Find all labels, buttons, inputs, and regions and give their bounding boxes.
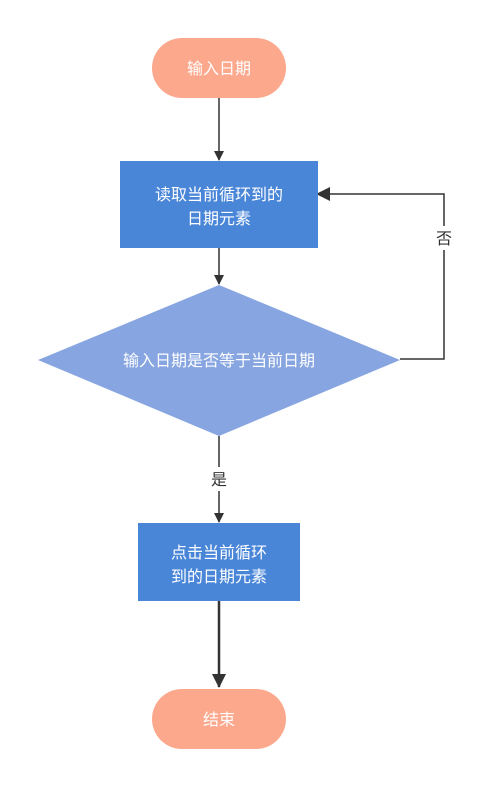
start-node [152,38,286,98]
read-element-label-line1: 读取当前循环到的 [155,185,283,204]
end-node [152,689,286,749]
edge-label-yes: 是 [211,470,227,489]
end-node-label: 结束 [203,710,235,729]
read-element-label-line2: 日期元素 [187,209,251,228]
edge-label-no-bg [434,226,454,250]
click-element-node [138,523,300,601]
click-element-label-line2: 到的日期元素 [171,567,267,586]
edge-label-no: 否 [436,229,452,248]
click-element-label-line1: 点击当前循环 [171,543,267,562]
compare-decision-node [38,285,400,436]
start-node-label: 输入日期 [187,59,251,78]
read-element-node [120,161,318,248]
edge-compare-loop-back [316,187,445,360]
compare-decision-label: 输入日期是否等于当前日期 [123,351,315,370]
edge-label-yes-bg [208,467,230,491]
